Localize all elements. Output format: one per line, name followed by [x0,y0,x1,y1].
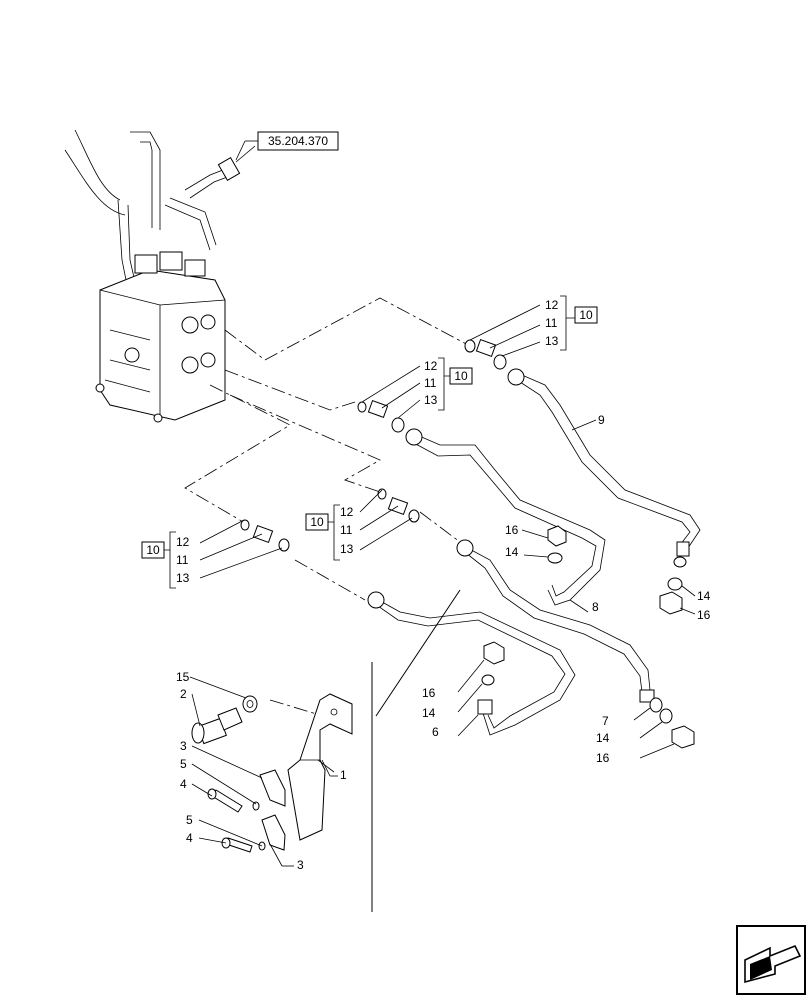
callout-c3b: 3 [297,858,304,872]
callout-g4_13: 13 [176,571,190,585]
callout-c2: 2 [180,687,187,701]
pipe-8 [405,428,606,613]
callout-g1_13: 13 [545,334,559,348]
callout-g1_11: 11 [545,316,558,330]
oring-14-a [547,552,563,564]
callout-r16d: 16 [596,751,610,765]
fitting-group-4 [199,519,290,579]
callout-r15: 15 [176,670,190,684]
fitting-group-3 [359,488,420,551]
callout-g3_10: 10 [310,515,324,529]
callout-g1_10: 10 [579,308,593,322]
callout-r16c: 16 [422,686,436,700]
bracket-assembly [191,693,353,853]
oring-14-b [667,577,683,591]
callout-g2_12: 12 [424,359,438,373]
fitting-group-2 [357,365,421,433]
callout-c3a: 3 [180,739,187,753]
fitting-group-1 [464,304,541,370]
callout-c4a: 4 [180,777,187,791]
callout-r16b: 16 [697,608,711,622]
callout-g2_11: 11 [424,376,437,390]
oring-14-d [659,708,673,724]
callout-r14c: 14 [422,706,436,720]
callout-r14a: 14 [505,545,519,559]
callout-g3_11: 11 [340,523,353,537]
callout-g3_12: 12 [340,505,354,519]
callout-c4b: 4 [186,831,193,845]
callout-g4_12: 12 [176,535,190,549]
nut-16-c [483,641,505,665]
pipe-9 [507,368,701,568]
callout-r14d: 14 [596,731,610,745]
callout-r14b: 14 [697,589,711,603]
callout-g4_10: 10 [146,543,160,557]
valve-assembly [64,129,256,423]
reference-label[interactable]: 35.204.370 [235,131,339,161]
callout-c7: 7 [602,714,609,728]
nut-16-d [671,725,695,749]
callout-c6: 6 [432,725,439,739]
oring-14-c [481,674,495,686]
callout-g2_10: 10 [454,369,468,383]
callout-c1: 1 [340,768,347,782]
callout-g4_11: 11 [176,553,189,567]
arrow-nav-icon[interactable] [736,925,806,995]
pipe-6 [367,591,576,737]
reference-code: 35.204.370 [268,134,328,148]
callout-g3_13: 13 [340,542,354,556]
callout-c9: 9 [598,413,605,427]
pointer-line [375,589,461,717]
pipe-7 [456,539,663,721]
callout-c5a: 5 [180,757,187,771]
callout-g1_12: 12 [545,298,559,312]
callout-c8: 8 [592,600,599,614]
nut-16-b [659,591,683,615]
callout-g2_13: 13 [424,393,438,407]
callout-r16a: 16 [505,523,519,537]
callout-c5b: 5 [186,813,193,827]
nut-16-a [521,525,567,547]
